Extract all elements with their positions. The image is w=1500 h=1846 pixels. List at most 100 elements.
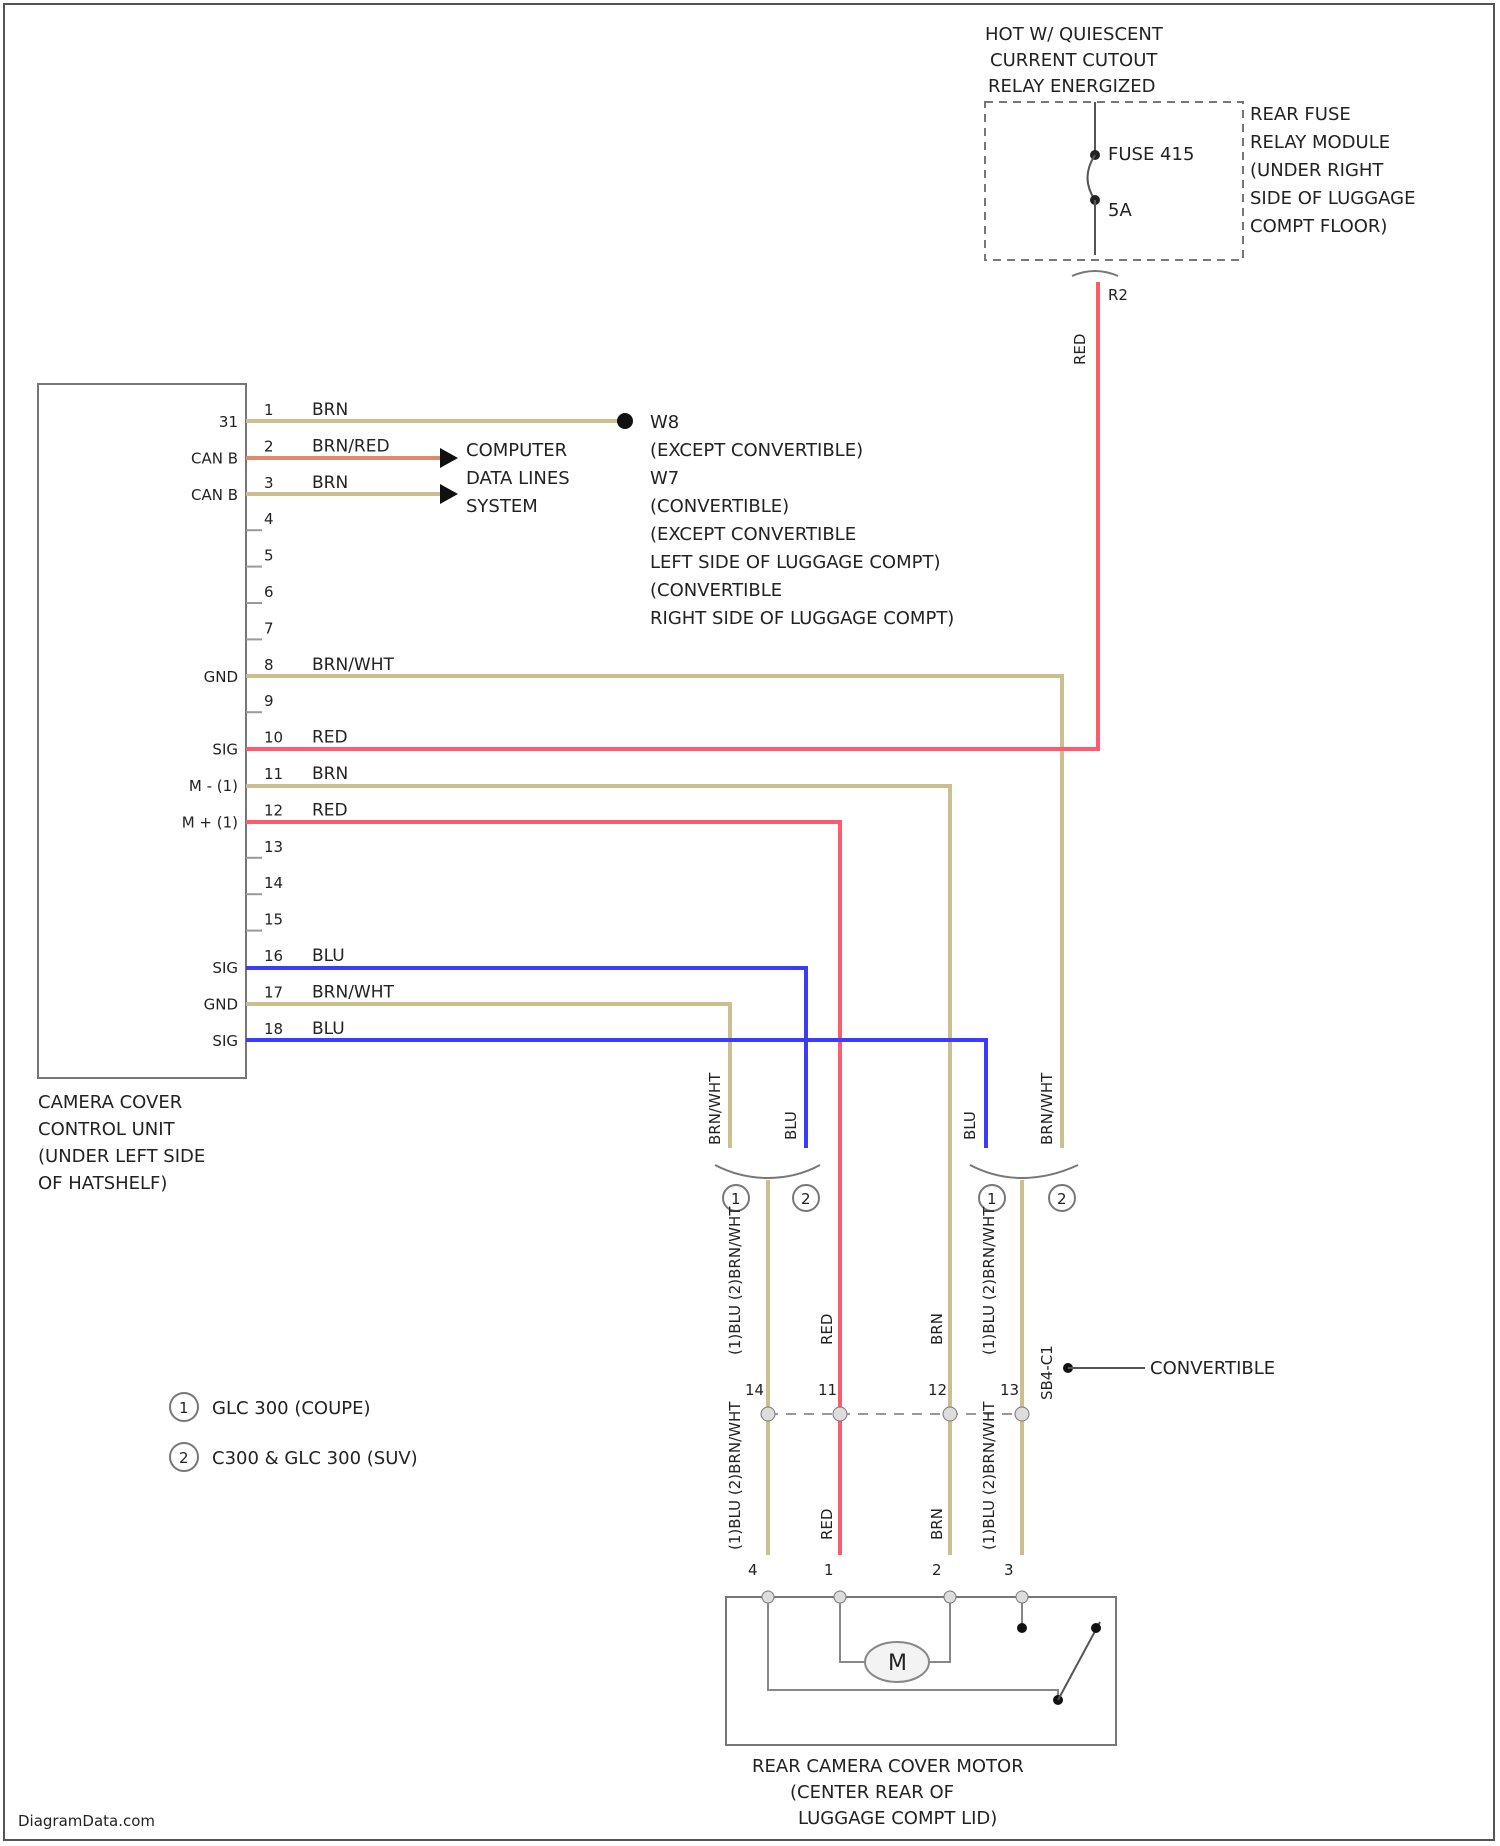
branch-label-3: BLU bbox=[961, 1111, 979, 1140]
pin-number: 10 bbox=[264, 729, 283, 747]
branch-label-4: BRN/WHT bbox=[1038, 1072, 1056, 1145]
relay-wire-label: RED bbox=[1071, 334, 1089, 365]
pin-number: 14 bbox=[264, 874, 283, 892]
lower-label-4: (1)BLU (2)BRN/WHT bbox=[980, 1401, 998, 1550]
selector-marker-1b-text: 1 bbox=[987, 1190, 997, 1208]
rear-camera-cover-motor: M REAR CAMERA COVER MOTOR (CENTER REAR O… bbox=[726, 1591, 1116, 1829]
branch-label-2: BLU bbox=[782, 1111, 800, 1140]
ground-id: W8 bbox=[650, 412, 679, 433]
pin-number: 6 bbox=[264, 583, 274, 601]
selector-marker-2a-text: 2 bbox=[801, 1190, 811, 1208]
module-label-1: REAR FUSE bbox=[1250, 104, 1351, 125]
connector-sb4-pin14 bbox=[761, 1407, 775, 1421]
connector-sb4-pin13 bbox=[1015, 1407, 1029, 1421]
pin-number: 15 bbox=[264, 911, 283, 929]
ground-line-5: LEFT SIDE OF LUGGAGE COMPT) bbox=[650, 552, 940, 573]
lower-pin-2: 1 bbox=[824, 1561, 834, 1579]
legend-text-1: GLC 300 (COUPE) bbox=[212, 1398, 371, 1419]
relay-connector bbox=[1072, 271, 1118, 276]
wire-pin12-red bbox=[246, 822, 840, 1555]
pin-number: 5 bbox=[264, 547, 274, 565]
ground-line-4: (EXCEPT CONVERTIBLE bbox=[650, 524, 856, 545]
pin-signal: SIG bbox=[212, 741, 238, 759]
legend-text-2: C300 & GLC 300 (SUV) bbox=[212, 1448, 418, 1469]
fuse-rating: 5A bbox=[1108, 200, 1132, 221]
pin-signal: CAN B bbox=[191, 486, 238, 504]
ground-splice bbox=[617, 413, 633, 429]
watermark: DiagramData.com bbox=[18, 1812, 155, 1830]
mid-pin-2: 11 bbox=[818, 1381, 837, 1399]
relay-module-box bbox=[985, 102, 1243, 260]
pin-number: 13 bbox=[264, 838, 283, 856]
pin-wire-color: BRN bbox=[312, 764, 348, 784]
pin-signal: M - (1) bbox=[189, 777, 238, 795]
pin-wire-color: BRN/WHT bbox=[312, 655, 395, 675]
ground-line-7: RIGHT SIDE OF LUGGAGE COMPT) bbox=[650, 608, 954, 629]
pin-wire-color: BRN/WHT bbox=[312, 982, 395, 1002]
switch-contact-1 bbox=[1017, 1623, 1027, 1633]
motor-wire-b bbox=[924, 1603, 950, 1662]
connector-sb4-pin11 bbox=[833, 1407, 847, 1421]
hot-caption-1: HOT W/ QUIESCENT bbox=[985, 24, 1164, 45]
pin-signal: 31 bbox=[219, 413, 238, 431]
pin-signal: GND bbox=[204, 995, 238, 1013]
motor-symbol-text: M bbox=[888, 1651, 907, 1676]
pin-wire-color: RED bbox=[312, 800, 348, 820]
legend-marker-2-text: 2 bbox=[179, 1449, 189, 1467]
fuse-name: FUSE 415 bbox=[1108, 144, 1194, 165]
mid-label-4: (1)BLU (2)BRN/WHT bbox=[980, 1206, 998, 1355]
pin-wire-color: BRN/RED bbox=[312, 436, 390, 456]
mid-pin-3: 12 bbox=[928, 1381, 947, 1399]
pin-signal: M + (1) bbox=[182, 813, 238, 831]
wire-pin8-brnwht bbox=[246, 676, 1062, 1148]
pin-wire-color: BLU bbox=[312, 1019, 345, 1039]
wire-pin18-blu bbox=[246, 1040, 986, 1148]
module-label-5: COMPT FLOOR) bbox=[1250, 216, 1387, 237]
pin-wire-color: BLU bbox=[312, 946, 345, 966]
control-unit-label-4: OF HATSHELF) bbox=[38, 1173, 167, 1194]
control-unit-label-3: (UNDER LEFT SIDE bbox=[38, 1146, 205, 1167]
mid-label-3: BRN bbox=[928, 1313, 946, 1345]
selector-right bbox=[970, 1165, 1078, 1178]
pin-number: 17 bbox=[264, 983, 283, 1001]
lower-pin-1: 4 bbox=[748, 1561, 758, 1579]
pin-number: 3 bbox=[264, 474, 274, 492]
selector-left bbox=[715, 1165, 820, 1178]
hot-caption-3: RELAY ENERGIZED bbox=[988, 76, 1156, 97]
selector-marker-2b-text: 2 bbox=[1057, 1190, 1067, 1208]
motor-term-2 bbox=[834, 1591, 846, 1603]
pin-signal: SIG bbox=[212, 959, 238, 977]
ground-line-6: (CONVERTIBLE bbox=[650, 580, 782, 601]
can-arrow-2 bbox=[440, 484, 458, 504]
pin-number: 11 bbox=[264, 765, 283, 783]
motor-term-3 bbox=[944, 1591, 956, 1603]
mid-pin-4: 13 bbox=[1000, 1381, 1019, 1399]
motor-term-4 bbox=[1016, 1591, 1028, 1603]
pin-number: 16 bbox=[264, 947, 283, 965]
convertible-label: CONVERTIBLE bbox=[1150, 1358, 1275, 1379]
pin-number: 7 bbox=[264, 619, 274, 637]
wire-pin11-brn bbox=[246, 786, 950, 1555]
connector-sb4-pin12 bbox=[943, 1407, 957, 1421]
module-label-2: RELAY MODULE bbox=[1250, 132, 1390, 153]
pin-wire-color: RED bbox=[312, 728, 348, 748]
pin-number: 2 bbox=[264, 437, 274, 455]
pin-number: 8 bbox=[264, 656, 274, 674]
can-ref-1: COMPUTER bbox=[466, 440, 567, 461]
legend-marker-1-text: 1 bbox=[179, 1399, 189, 1417]
motor-label-1: REAR CAMERA COVER MOTOR bbox=[752, 1756, 1024, 1777]
can-reference: COMPUTER DATA LINES SYSTEM bbox=[466, 440, 570, 517]
motor-wire-a bbox=[840, 1603, 870, 1662]
lower-label-2: RED bbox=[818, 1509, 836, 1540]
switch-blade bbox=[1058, 1622, 1100, 1700]
can-ref-2: DATA LINES bbox=[466, 468, 570, 489]
pin-number: 9 bbox=[264, 692, 274, 710]
mid-label-5: SB4-C1 bbox=[1038, 1345, 1056, 1400]
pin-wire-color: BRN bbox=[312, 400, 348, 420]
pin-signal: SIG bbox=[212, 1032, 238, 1050]
can-ref-3: SYSTEM bbox=[466, 496, 538, 517]
ground-line-2: W7 bbox=[650, 468, 679, 489]
branch-labels: BRN/WHT BLU BLU BRN/WHT bbox=[706, 1072, 1056, 1145]
ground-reference: W8 (EXCEPT CONVERTIBLE) W7 (CONVERTIBLE)… bbox=[650, 412, 954, 629]
hot-caption-2: CURRENT CUTOUT bbox=[990, 50, 1158, 71]
